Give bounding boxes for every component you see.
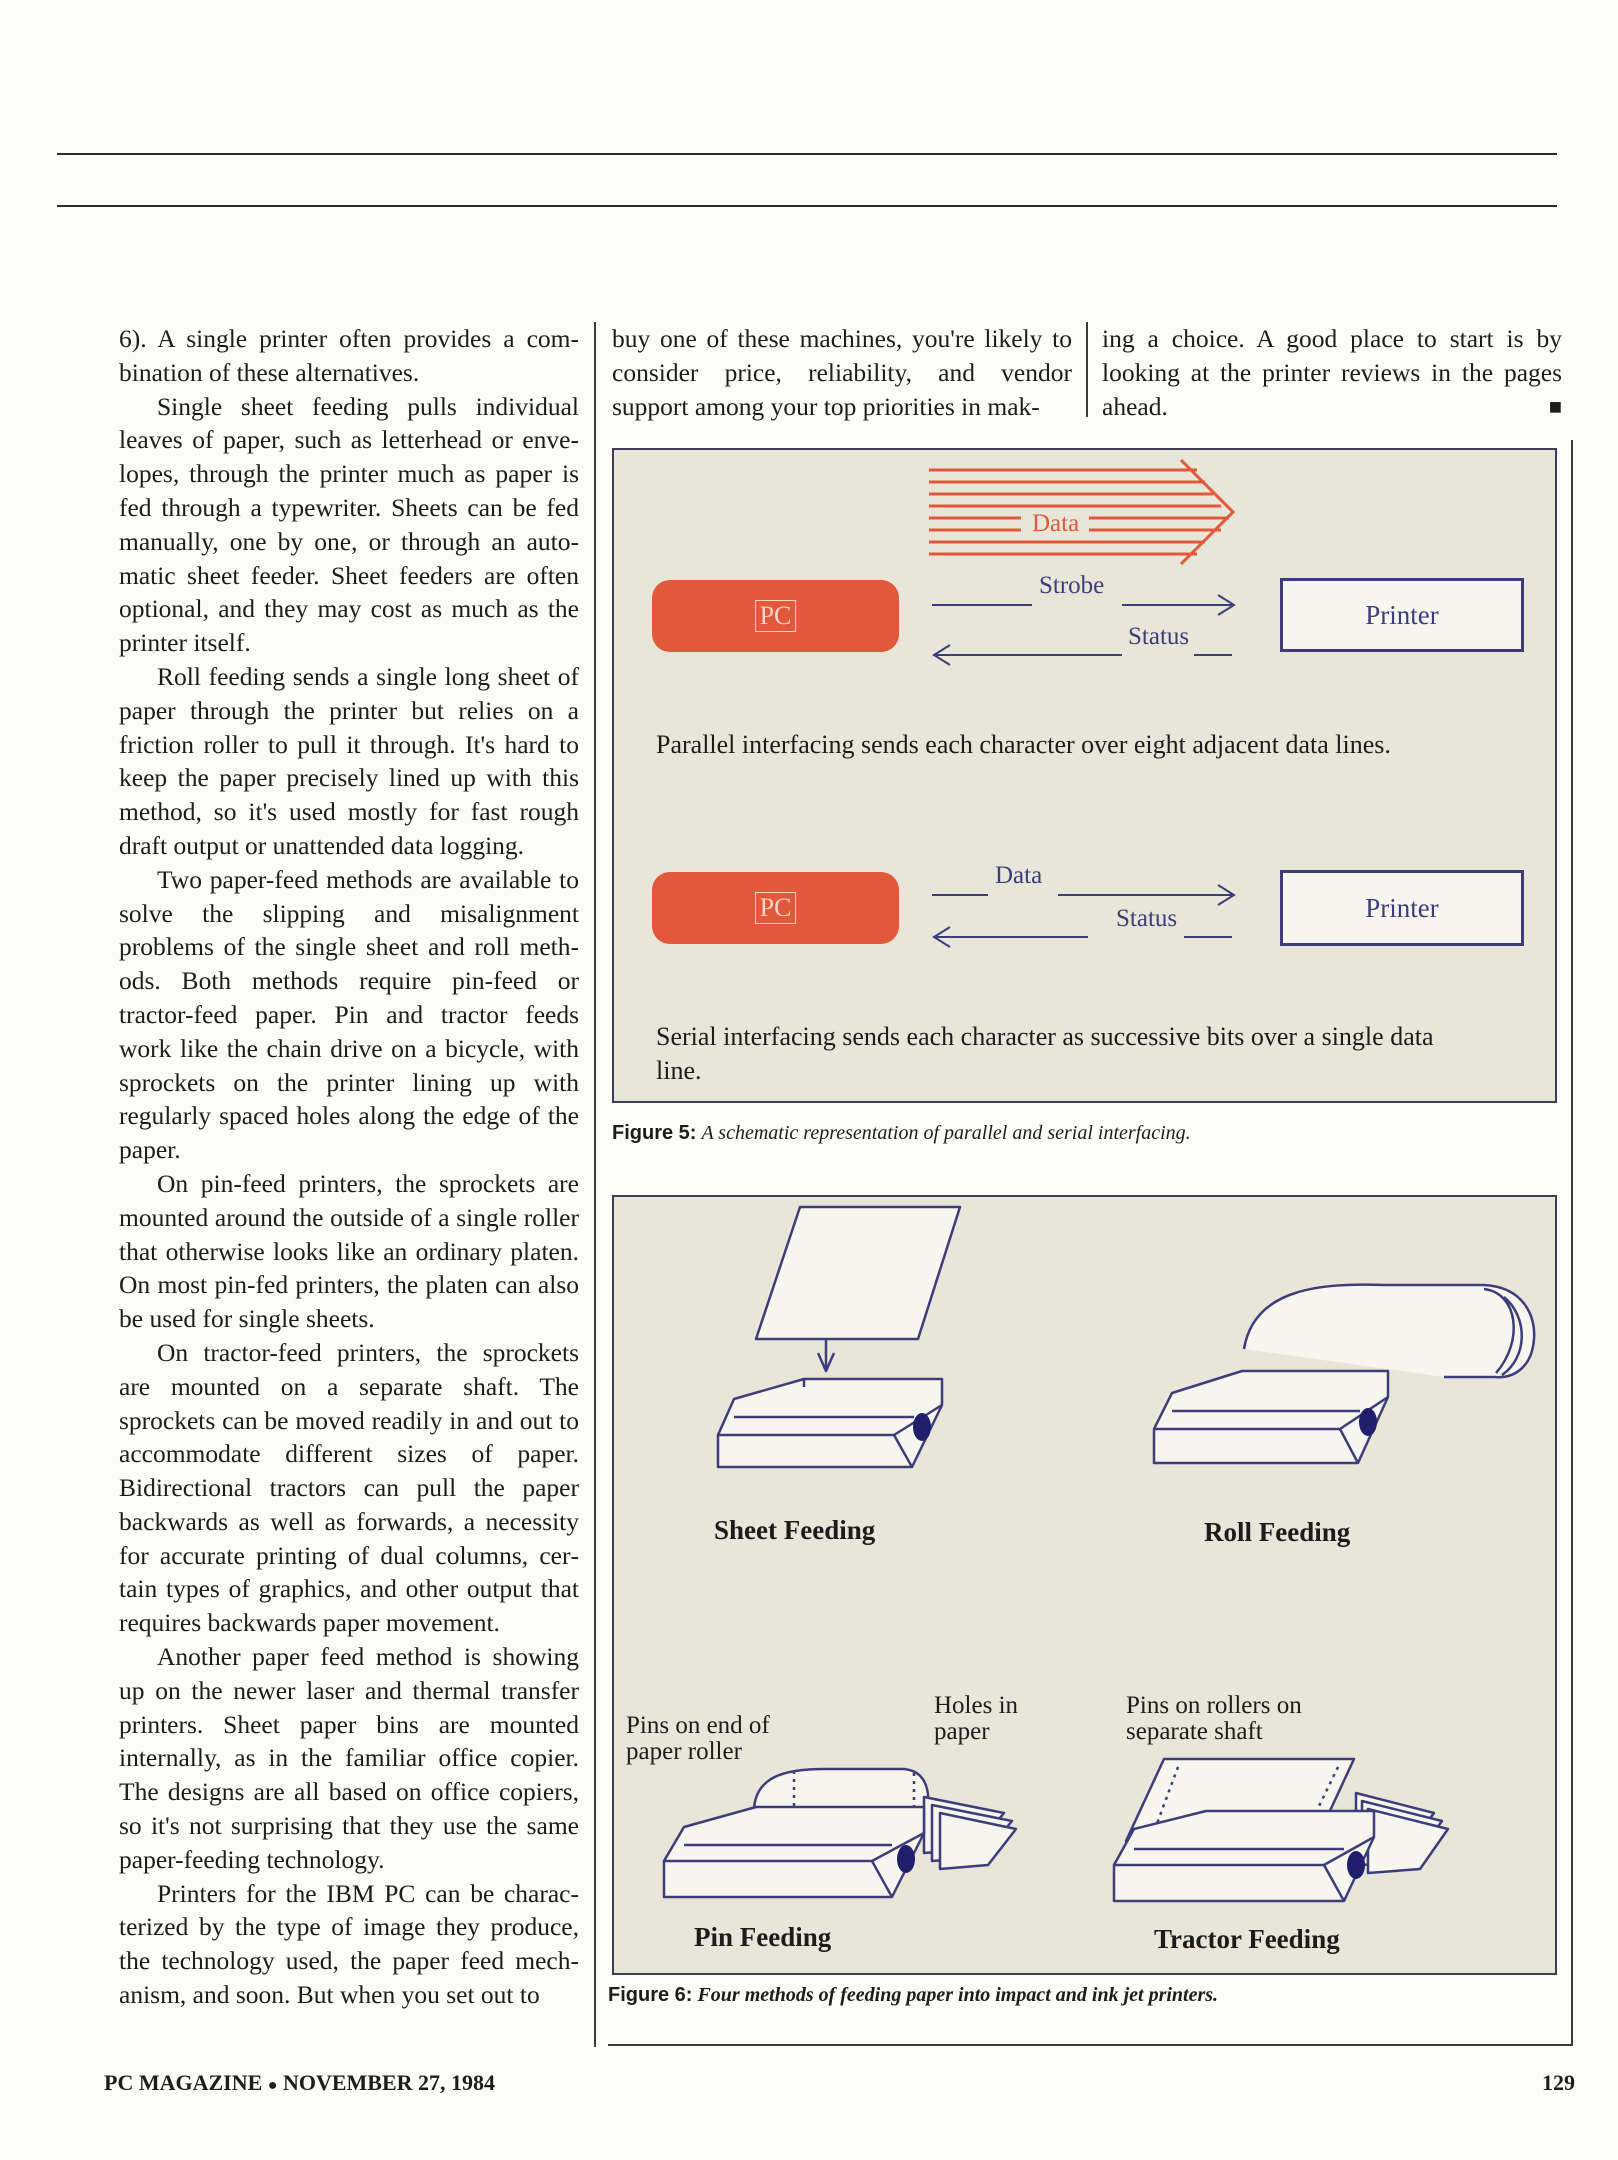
figure6-caption: Figure 6: Four methods of feeding paper … bbox=[608, 1984, 1218, 2007]
sheet-feeding-illustration bbox=[716, 1205, 962, 1469]
serial-status-arrow bbox=[932, 926, 1232, 948]
column-divider bbox=[1086, 322, 1088, 417]
figure6-box: Sheet Feeding Roll Feeding Pins on end o… bbox=[612, 1195, 1557, 1975]
paragraph: Printers for the IBM PC can be charac­te… bbox=[119, 1878, 579, 2010]
top-rule-2 bbox=[57, 205, 1557, 207]
tractor-feeding-illustration bbox=[1112, 1757, 1450, 1903]
paragraph: On pin-feed printers, the sprockets are … bbox=[119, 1168, 579, 1334]
paragraph: buy one of these machines, you're likely… bbox=[612, 324, 1072, 421]
page-number: 129 bbox=[1542, 2070, 1575, 2095]
roll-feeding-label: Roll Feeding bbox=[1204, 1517, 1351, 1547]
pins-end-label: Pins on end of paper roller bbox=[626, 1712, 770, 1765]
serial-printer-box: Printer bbox=[1280, 870, 1524, 946]
magazine-name: PC MAGAZINE bbox=[104, 2070, 263, 2095]
strobe-arrow bbox=[932, 594, 1236, 616]
paragraph: Single sheet feeding pulls individual le… bbox=[119, 391, 579, 658]
sheet-feeding-label: Sheet Feeding bbox=[714, 1515, 876, 1545]
top-rule-1 bbox=[57, 153, 1557, 155]
figure-caption-text: A schematic representation of parallel a… bbox=[701, 1122, 1191, 1144]
figure5-box: Data PC Strobe Status Printer Parallel i… bbox=[612, 448, 1557, 1103]
middle-column-text: buy one of these machines, you're likely… bbox=[612, 322, 1072, 423]
figure-label: Figure 5: bbox=[612, 1122, 697, 1144]
serial-caption: Serial interfacing sends each character … bbox=[656, 1022, 1434, 1085]
serial-status-label: Status bbox=[1116, 905, 1178, 932]
right-column-text: ing a choice. A good place to start is b… bbox=[1102, 322, 1562, 423]
paragraph: 6). A single printer often provides a co… bbox=[119, 324, 579, 387]
roll-feeding-illustration bbox=[1152, 1283, 1536, 1465]
pin-feeding-illustration bbox=[662, 1767, 1018, 1899]
parallel-caption: Parallel interfacing sends each characte… bbox=[656, 730, 1391, 759]
figure-label: Figure 6: bbox=[608, 1984, 693, 2006]
pins-rollers-label: Pins on rollers on separate shaft bbox=[1126, 1692, 1302, 1745]
pc-label: PC bbox=[754, 600, 797, 632]
figure-frame-bottom bbox=[608, 2044, 1573, 2046]
paragraph: Roll feeding sends a single long sheet o… bbox=[119, 661, 579, 860]
parallel-pc-box: PC bbox=[652, 580, 899, 652]
serial-data-label: Data bbox=[995, 862, 1043, 889]
status-label: Status bbox=[1128, 623, 1190, 650]
paragraph: On tractor-feed printers, the sprockets … bbox=[119, 1337, 579, 1638]
left-column: 6). A single printer often provides a co… bbox=[119, 322, 579, 2012]
printer-label: Printer bbox=[1365, 599, 1439, 630]
issue-date: NOVEMBER 27, 1984 bbox=[282, 2070, 496, 2095]
parallel-data-label: Data bbox=[1028, 510, 1084, 538]
pin-feeding-label: Pin Feeding bbox=[694, 1922, 832, 1952]
holes-label: Holes in paper bbox=[934, 1692, 1019, 1745]
paragraph: Two paper-feed methods are available to … bbox=[119, 864, 579, 1165]
figure-frame-edge bbox=[1571, 440, 1573, 2045]
figure-caption-text: Four methods of feeding paper into impac… bbox=[697, 1984, 1219, 2006]
strobe-label: Strobe bbox=[1039, 572, 1105, 599]
status-arrow bbox=[932, 644, 1232, 666]
parallel-data-arrow bbox=[929, 458, 1236, 566]
serial-pc-box: PC bbox=[652, 872, 899, 944]
printer-label: Printer bbox=[1365, 892, 1439, 923]
pc-label: PC bbox=[754, 892, 797, 924]
paragraph: Another paper feed method is showing up … bbox=[119, 1642, 579, 1874]
paragraph: ing a choice. A good place to start is b… bbox=[1102, 324, 1562, 421]
parallel-printer-box: Printer bbox=[1280, 578, 1524, 652]
footer-publication: PC MAGAZINE ● NOVEMBER 27, 1984 bbox=[104, 2070, 495, 2096]
bullet: ● bbox=[267, 2077, 278, 2094]
figure5-caption: Figure 5: A schematic representation of … bbox=[612, 1122, 1191, 1145]
end-mark: ■ bbox=[1548, 393, 1562, 419]
tractor-feeding-label: Tractor Feeding bbox=[1154, 1924, 1340, 1954]
serial-data-arrow bbox=[932, 884, 1236, 906]
column-divider bbox=[594, 322, 596, 2047]
